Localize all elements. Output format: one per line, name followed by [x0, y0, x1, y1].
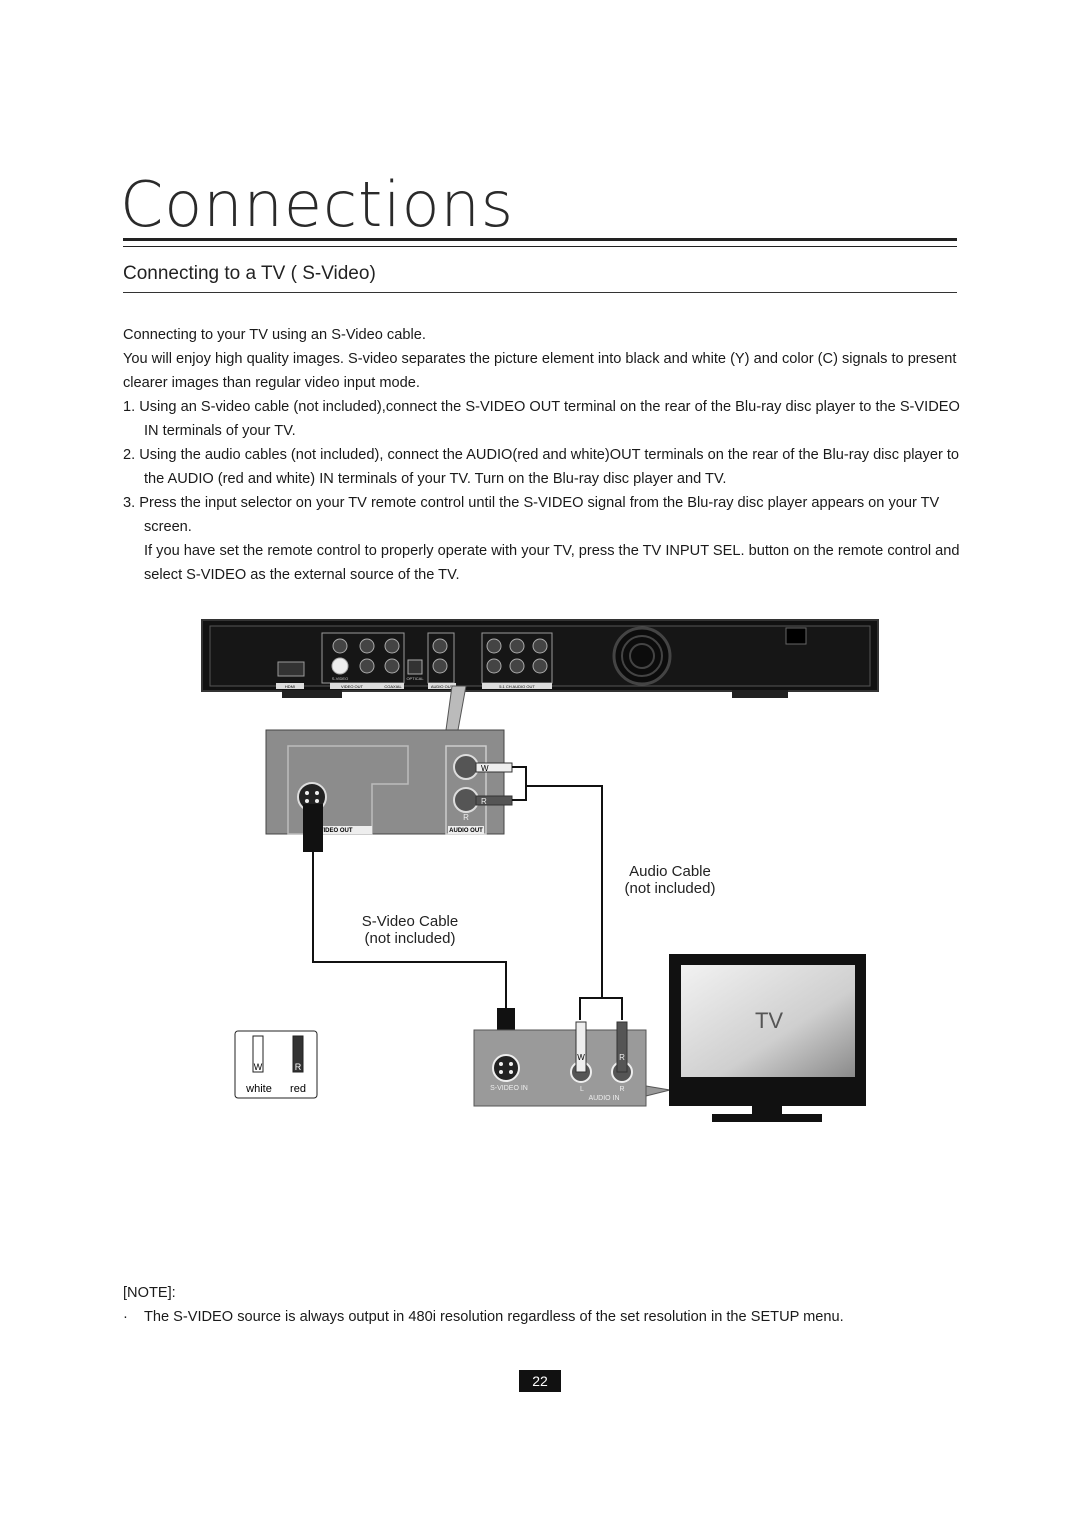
panel-video-out-label: VIDEO OUT — [341, 684, 364, 689]
note-bullet: · — [123, 1309, 128, 1325]
step-3-detail: If you have set the remote control to pr… — [144, 543, 960, 583]
player-rear-panel: HDMI VIDEO OUT S-VIDEO COAXIAL OPTICAL A… — [201, 619, 879, 698]
legend-plug-r: R — [295, 1062, 302, 1072]
panel-optical-label: OPTICAL — [406, 676, 424, 681]
note-text: The S-VIDEO source is always output in 4… — [143, 1309, 844, 1325]
zoom-video-out-label: VIDEO OUT — [319, 828, 352, 834]
intro-description: You will enjoy high quality images. S-vi… — [123, 351, 957, 391]
tv-plug-r: R — [619, 1053, 625, 1062]
svideo-cable-sub: (not included) — [364, 930, 456, 947]
legend-plug-w: W — [254, 1062, 263, 1072]
step-2: 2. Using the audio cables (not included)… — [123, 447, 960, 487]
note-heading: [NOTE]: — [123, 1285, 176, 1301]
step-3: 3. Press the input selector on your TV r… — [123, 495, 940, 535]
page-title: Connections — [120, 168, 515, 241]
section-subtitle: Connecting to a TV ( S-Video) — [123, 263, 376, 284]
svideo-cable-title: S-Video Cable — [361, 913, 459, 930]
panel-audio-out-label: AUDIO OUT — [431, 684, 454, 689]
audio-cable-title: Audio Cable — [629, 863, 711, 880]
zoom-plug-w: W — [481, 764, 489, 773]
tv-audio-in-label: AUDIO IN — [588, 1095, 619, 1102]
intro-line: Connecting to your TV using an S-Video c… — [123, 327, 426, 343]
note-item: · The S-VIDEO source is always output in… — [123, 1309, 844, 1325]
zoom-plug-r: R — [481, 797, 487, 806]
legend-red: red — [290, 1083, 306, 1095]
title-rule — [123, 238, 957, 247]
panel-svideo-label: S-VIDEO — [332, 676, 348, 681]
tv-label: TV — [755, 1008, 783, 1033]
tv-svideo-in-label: S-VIDEO IN — [490, 1085, 528, 1092]
svideo-cable-label: S-Video Cable (not included) — [340, 913, 480, 947]
tv-l-label: L — [580, 1086, 584, 1093]
panel-coaxial-label: COAXIAL — [384, 684, 402, 689]
tv-plug-w: W — [577, 1053, 585, 1062]
tv-r-label: R — [619, 1086, 624, 1093]
instructions: Connecting to your TV using an S-Video c… — [123, 323, 963, 587]
page-number: 22 — [519, 1370, 561, 1392]
legend-white: white — [245, 1083, 272, 1095]
tv-illustration: TV — [669, 954, 866, 1122]
panel-hdmi-label: HDMI — [285, 684, 295, 689]
plug-legend: W R white red — [234, 1030, 318, 1099]
audio-cable-sub: (not included) — [624, 880, 716, 897]
step-1: 1. Using an S-video cable (not included)… — [123, 399, 960, 439]
player-zoom-panel: R VIDEO OUT AUDIO OUT W R — [265, 729, 513, 835]
panel-surround-label: 5.1 CH AUDIO OUT — [499, 684, 535, 689]
zoom-audio-out-label: AUDIO OUT — [449, 828, 483, 834]
subtitle-rule — [123, 292, 957, 293]
svideo-plug-top — [303, 804, 323, 852]
tv-input-panel: W R S-VIDEO IN L R AUDIO IN — [473, 1021, 671, 1107]
zoom-r-label: R — [463, 813, 469, 822]
audio-cable-label: Audio Cable (not included) — [600, 863, 740, 897]
cables — [312, 766, 623, 1020]
